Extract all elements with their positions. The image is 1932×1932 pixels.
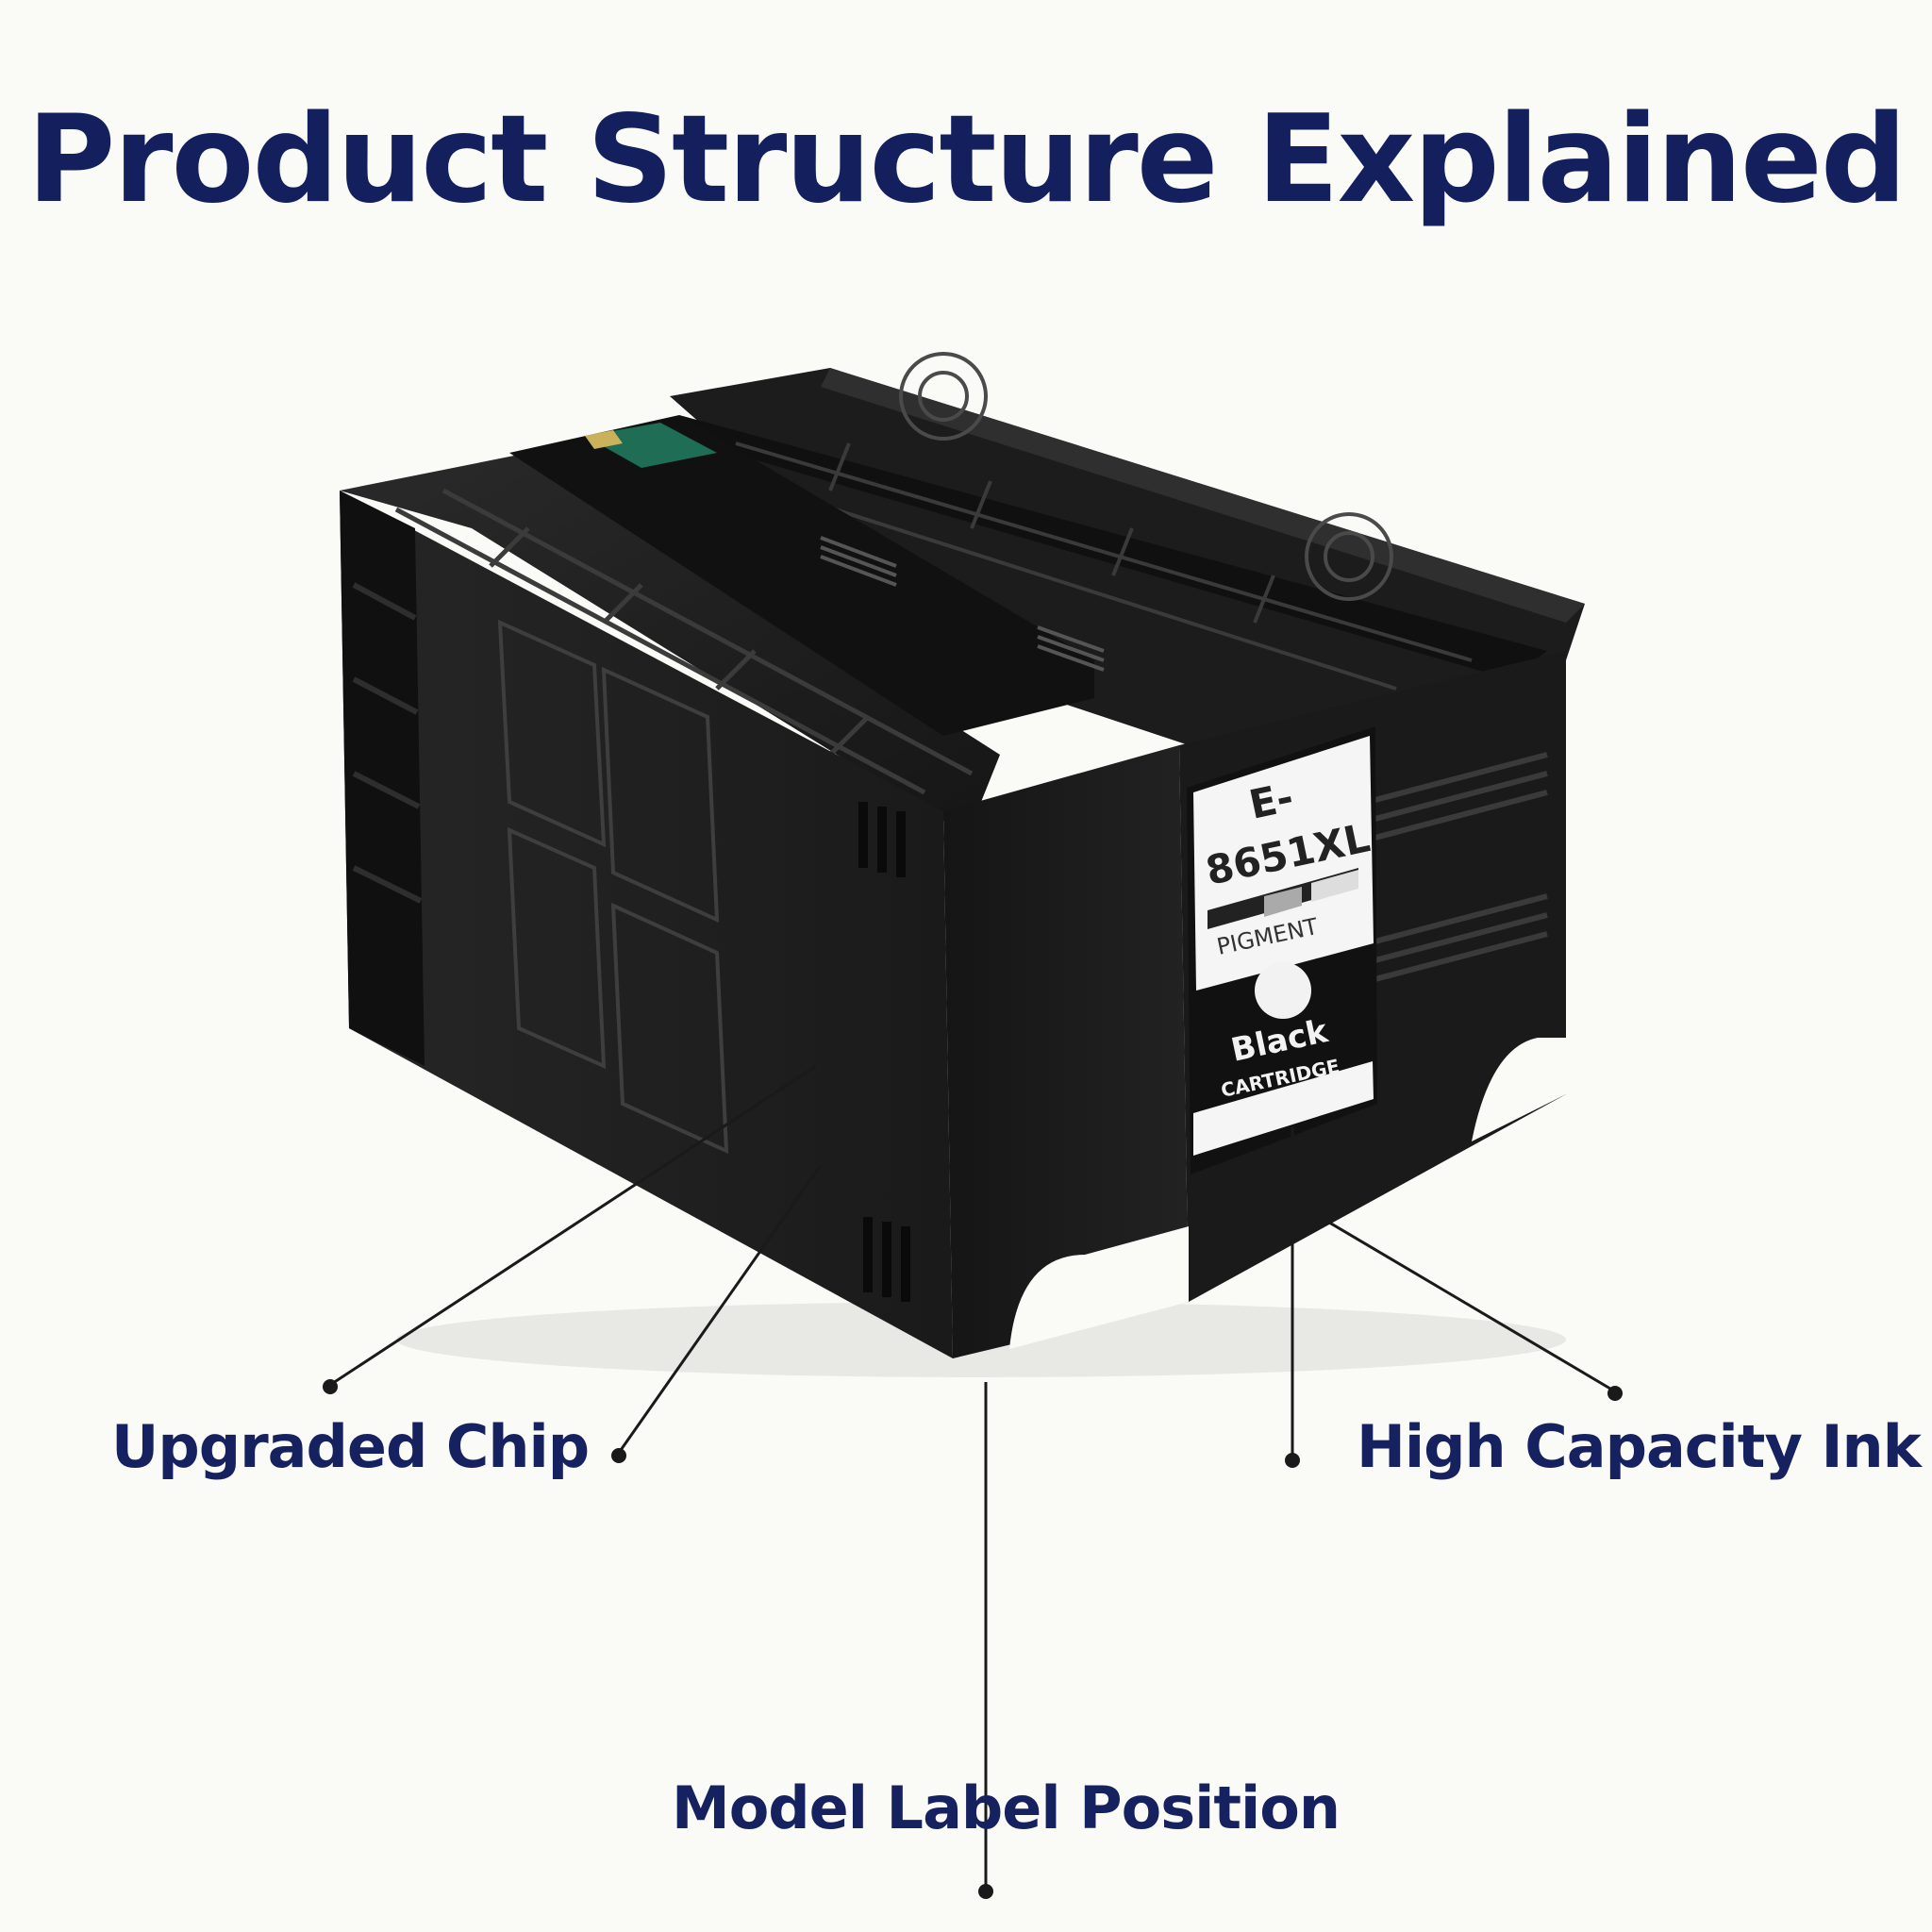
dot-icon — [1285, 1453, 1300, 1468]
leader-dots — [323, 1379, 1623, 1899]
embossed-instructions — [497, 619, 729, 1155]
front-vents — [858, 802, 910, 1302]
dot-icon — [323, 1379, 338, 1394]
cartridge-front-top — [340, 453, 1000, 821]
dot-icon — [611, 1448, 626, 1463]
leader-lines — [329, 1064, 1616, 1887]
dot-icon — [978, 1884, 993, 1899]
callout-model-label-position: Model Label Position — [672, 1774, 1341, 1842]
dot-icon — [1607, 1386, 1623, 1401]
cartridge-rear-rim — [821, 368, 1585, 623]
leader-line-ink-2 — [1263, 1182, 1616, 1393]
center-ridge — [509, 415, 1094, 736]
callout-upgraded-chip: Upgraded Chip — [111, 1412, 590, 1481]
cartridge-front — [943, 745, 1189, 1358]
label-model-line1: E- — [1245, 774, 1297, 828]
vent-circle-icon — [899, 352, 1393, 601]
chip-icon — [585, 423, 717, 468]
leader-line-chip-2 — [617, 1164, 823, 1454]
callout-high-capacity-ink: High Capacity Ink — [1357, 1412, 1922, 1481]
page-title: Product Structure Explained — [26, 90, 1907, 230]
cartridge-left-side — [340, 491, 953, 1358]
model-label — [1187, 726, 1377, 1174]
leader-line-chip-1 — [329, 1064, 817, 1387]
